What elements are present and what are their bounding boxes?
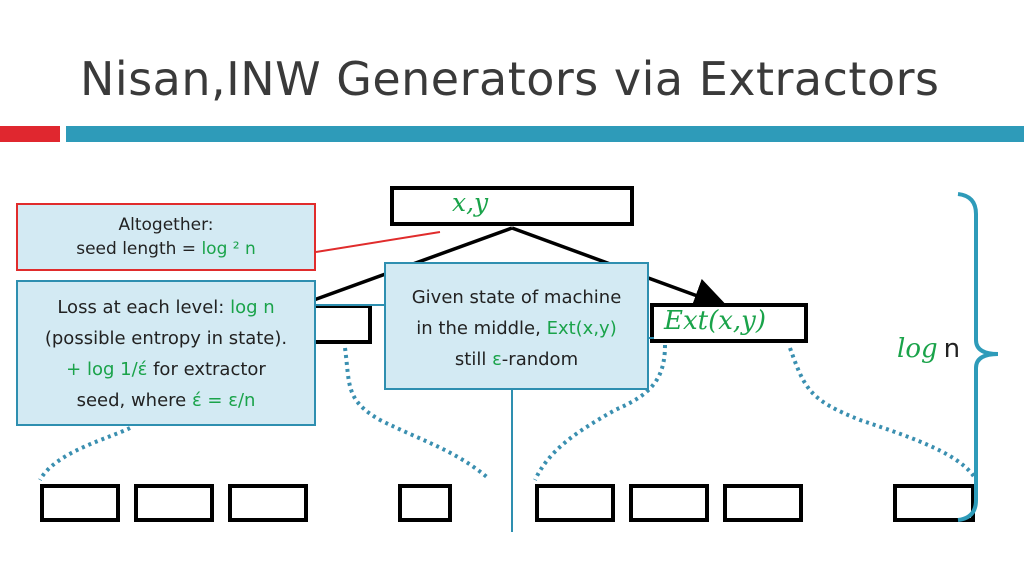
epsilon-symbol: ε xyxy=(492,349,502,370)
title-accent-bar-blue xyxy=(66,126,1024,142)
middle-callout-line3: still ε-random xyxy=(386,344,647,375)
middle-state-callout: Given state of machine in the middle, Ex… xyxy=(384,262,649,390)
root-node xyxy=(390,186,634,226)
middle-callout-line1: Given state of machine xyxy=(411,287,622,308)
seed-length-text: seed length = xyxy=(76,239,202,259)
subtree-outline-left xyxy=(38,426,131,482)
leaf-node xyxy=(535,484,615,522)
leaf-node xyxy=(629,484,709,522)
seed-length-value: log ² n xyxy=(201,239,256,259)
loss-callout-line3: + log 1/έ for extractor xyxy=(18,354,314,385)
leaf-node xyxy=(398,484,452,522)
subtree-outline-mid-right xyxy=(533,344,667,481)
loss-callout-line2: (possible entropy in state). xyxy=(44,328,288,349)
leaf-node xyxy=(723,484,803,522)
title-accent-bar-red xyxy=(0,126,60,142)
middle-ext-value: Ext(x,y) xyxy=(546,318,617,339)
right-child-label: Ext(x,y) xyxy=(664,306,766,336)
slide-title: Nisan,INW Generators via Extractors xyxy=(80,52,940,106)
loss-text: Loss at each level: xyxy=(57,297,231,318)
extractor-seed-cost: + log 1/έ xyxy=(66,359,148,380)
extractor-seed-text: for extractor xyxy=(147,359,266,380)
depth-label-n: n xyxy=(943,334,961,364)
leaf-node xyxy=(134,484,214,522)
seed-callout-line1: Altogether: xyxy=(118,215,214,235)
random-text: -random xyxy=(501,349,579,370)
middle-text: in the middle, xyxy=(416,318,547,339)
loss-callout-line1: Loss at each level: log n xyxy=(18,292,314,323)
leaf-node xyxy=(40,484,120,522)
loss-value: log n xyxy=(230,297,275,318)
right-child-node xyxy=(650,303,808,343)
middle-callout-line2: in the middle, Ext(x,y) xyxy=(386,313,647,344)
depth-brace xyxy=(957,192,999,522)
seed-callout-connector xyxy=(315,231,441,253)
subtree-outline-mid-left xyxy=(343,347,490,480)
depth-label-log: log xyxy=(897,334,938,364)
loss-callout-line4: seed, where έ = ε/n xyxy=(18,385,314,416)
seed-callout-line2: seed length = log ² n xyxy=(18,237,314,261)
epsilon-def-value: έ = ε/n xyxy=(191,390,256,411)
seed-length-callout: Altogether: seed length = log ² n xyxy=(16,203,316,271)
subtree-outline-right xyxy=(788,347,977,480)
leaf-node xyxy=(893,484,975,522)
epsilon-def-text: seed, where xyxy=(76,390,192,411)
still-text: still xyxy=(454,349,493,370)
leaf-node xyxy=(228,484,308,522)
root-label: x,y xyxy=(452,188,489,217)
loss-per-level-callout: Loss at each level: log n (possible entr… xyxy=(16,280,316,426)
